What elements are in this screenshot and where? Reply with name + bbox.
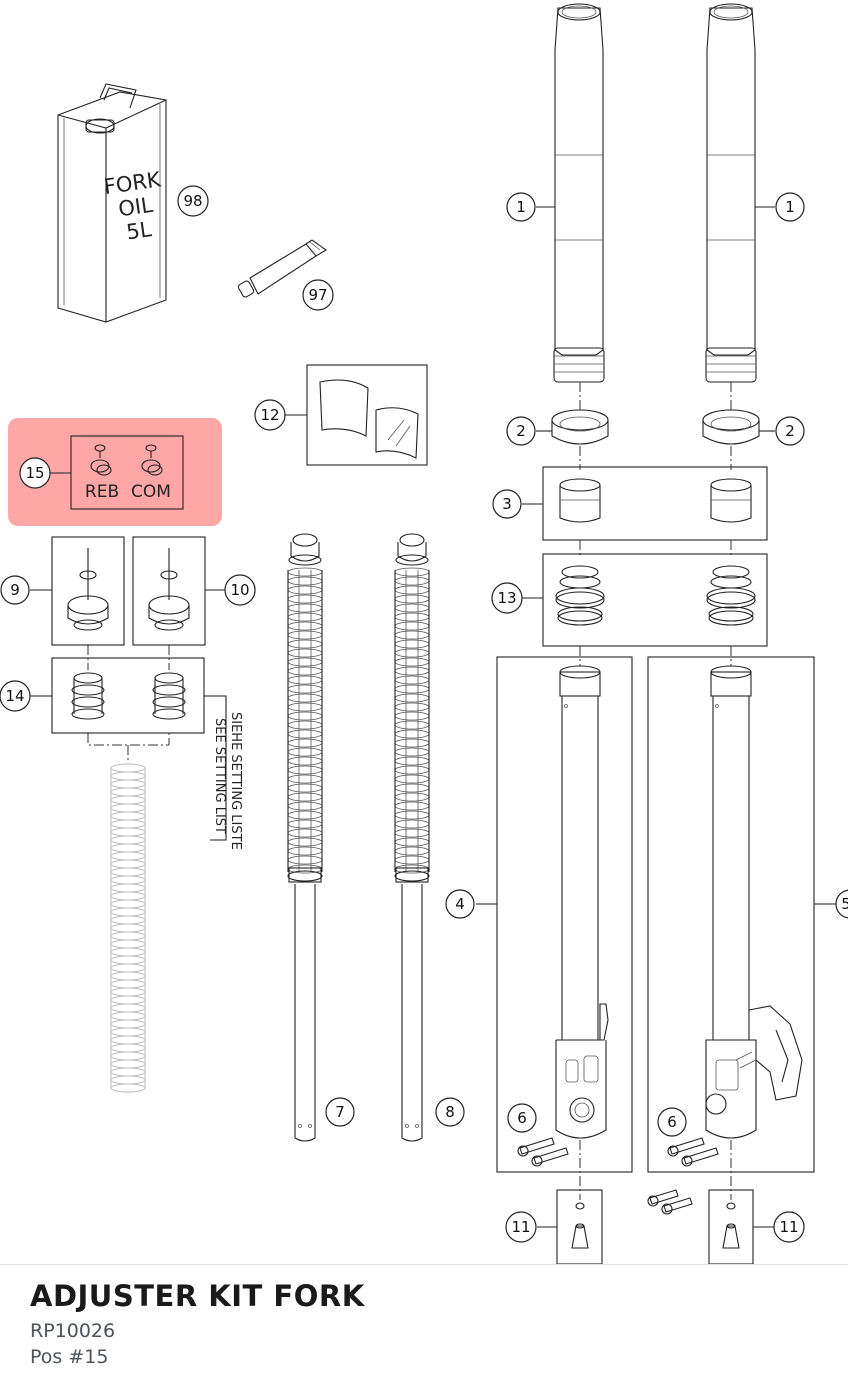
label-com: COM [131,482,171,502]
part-number: RP10026 [30,1320,116,1342]
box-item-3 [542,466,768,541]
box-item-4 [496,656,633,1173]
bleed-screw-left [571,1202,589,1249]
outer-tube-right [705,3,757,383]
svg-text:97: 97 [308,286,327,304]
svg-text:5: 5 [841,895,848,913]
bleed-screw-right [722,1202,740,1249]
callout-2-right[interactable]: 2 [775,416,805,446]
loose-screws [647,1189,693,1215]
damping-cartridge-8 [394,533,430,1142]
label-reb: REB [85,482,119,502]
callout-11-right[interactable]: 11 [773,1211,805,1243]
box-item-5 [647,656,815,1173]
box-item-14 [51,657,205,734]
svg-text:98: 98 [183,192,202,210]
grease-tube [237,239,328,298]
adjuster-knob-com [141,444,163,476]
svg-text:7: 7 [335,1103,345,1121]
main-spring [110,763,146,1093]
svg-text:3: 3 [502,495,512,513]
setting-note-en: SEE SETTING LIST [212,718,227,834]
part-info-footer: ADJUSTER KIT FORK RP10026 Pos #15 [0,1264,848,1391]
outer-tube-left [553,3,605,383]
svg-text:13: 13 [497,589,516,607]
box-item-11-left [556,1189,603,1265]
dust-seal-right [702,409,760,445]
svg-text:11: 11 [779,1218,798,1236]
callout-98[interactable]: 98 [177,185,209,217]
callout-8[interactable]: 8 [435,1097,465,1127]
svg-text:4: 4 [455,895,465,913]
svg-text:6: 6 [667,1113,677,1131]
callout-3[interactable]: 3 [492,489,522,519]
svg-text:9: 9 [10,581,20,599]
svg-text:1: 1 [785,198,795,216]
callout-14[interactable]: 14 [0,680,31,712]
axle-screws-left [517,1137,569,1167]
callout-7[interactable]: 7 [325,1097,355,1127]
svg-text:6: 6 [517,1109,527,1127]
axle-screws-right [667,1137,719,1167]
fork-cap-10 [148,548,190,631]
callout-9[interactable]: 9 [0,575,30,605]
svg-text:2: 2 [785,422,795,440]
adjuster-knob-reb [90,444,112,476]
exploded-parts-diagram: FORK OIL 5L REB COM [0,3,848,1265]
callout-2-left[interactable]: 2 [506,416,536,446]
callout-6-right[interactable]: 6 [657,1107,687,1137]
svg-text:14: 14 [5,687,24,705]
seal-set-13 [555,565,756,626]
can-text-line-2: OIL [117,193,155,222]
spring-set-14 [71,672,186,720]
callout-11-left[interactable]: 11 [505,1211,537,1243]
bushings-3 [559,478,752,523]
highlight-item-15[interactable] [8,418,222,526]
svg-text:8: 8 [445,1103,455,1121]
callout-13[interactable]: 13 [491,582,523,614]
box-item-11-right [708,1189,754,1265]
callout-1-right[interactable]: 1 [775,192,805,222]
callout-12[interactable]: 12 [254,399,286,431]
callout-5[interactable]: 5 [835,889,848,919]
part-title: ADJUSTER KIT FORK [30,1279,365,1313]
callout-15[interactable]: 15 [19,457,51,489]
callout-10[interactable]: 10 [224,574,256,606]
part-position: Pos #15 [30,1346,109,1368]
callout-4[interactable]: 4 [445,889,475,919]
damping-cartridge-7 [287,533,323,1142]
callout-97[interactable]: 97 [302,279,334,311]
callout-1-left[interactable]: 1 [506,192,536,222]
setting-note-de: SIEHE SETTING LISTE [228,712,243,850]
svg-text:12: 12 [260,406,279,424]
svg-text:10: 10 [230,581,249,599]
fork-oil-can: FORK OIL 5L [57,83,167,323]
fork-cap-9 [67,548,109,631]
svg-text:15: 15 [25,464,44,482]
dust-seal-left [551,409,609,445]
inner-tube-left [555,665,609,1139]
svg-text:1: 1 [516,198,526,216]
box-item-13 [542,553,768,647]
svg-text:11: 11 [511,1218,530,1236]
can-text-line-3: 5L [125,217,153,244]
svg-text:2: 2 [516,422,526,440]
callout-6-left[interactable]: 6 [507,1103,537,1133]
inner-tube-right [705,665,803,1139]
